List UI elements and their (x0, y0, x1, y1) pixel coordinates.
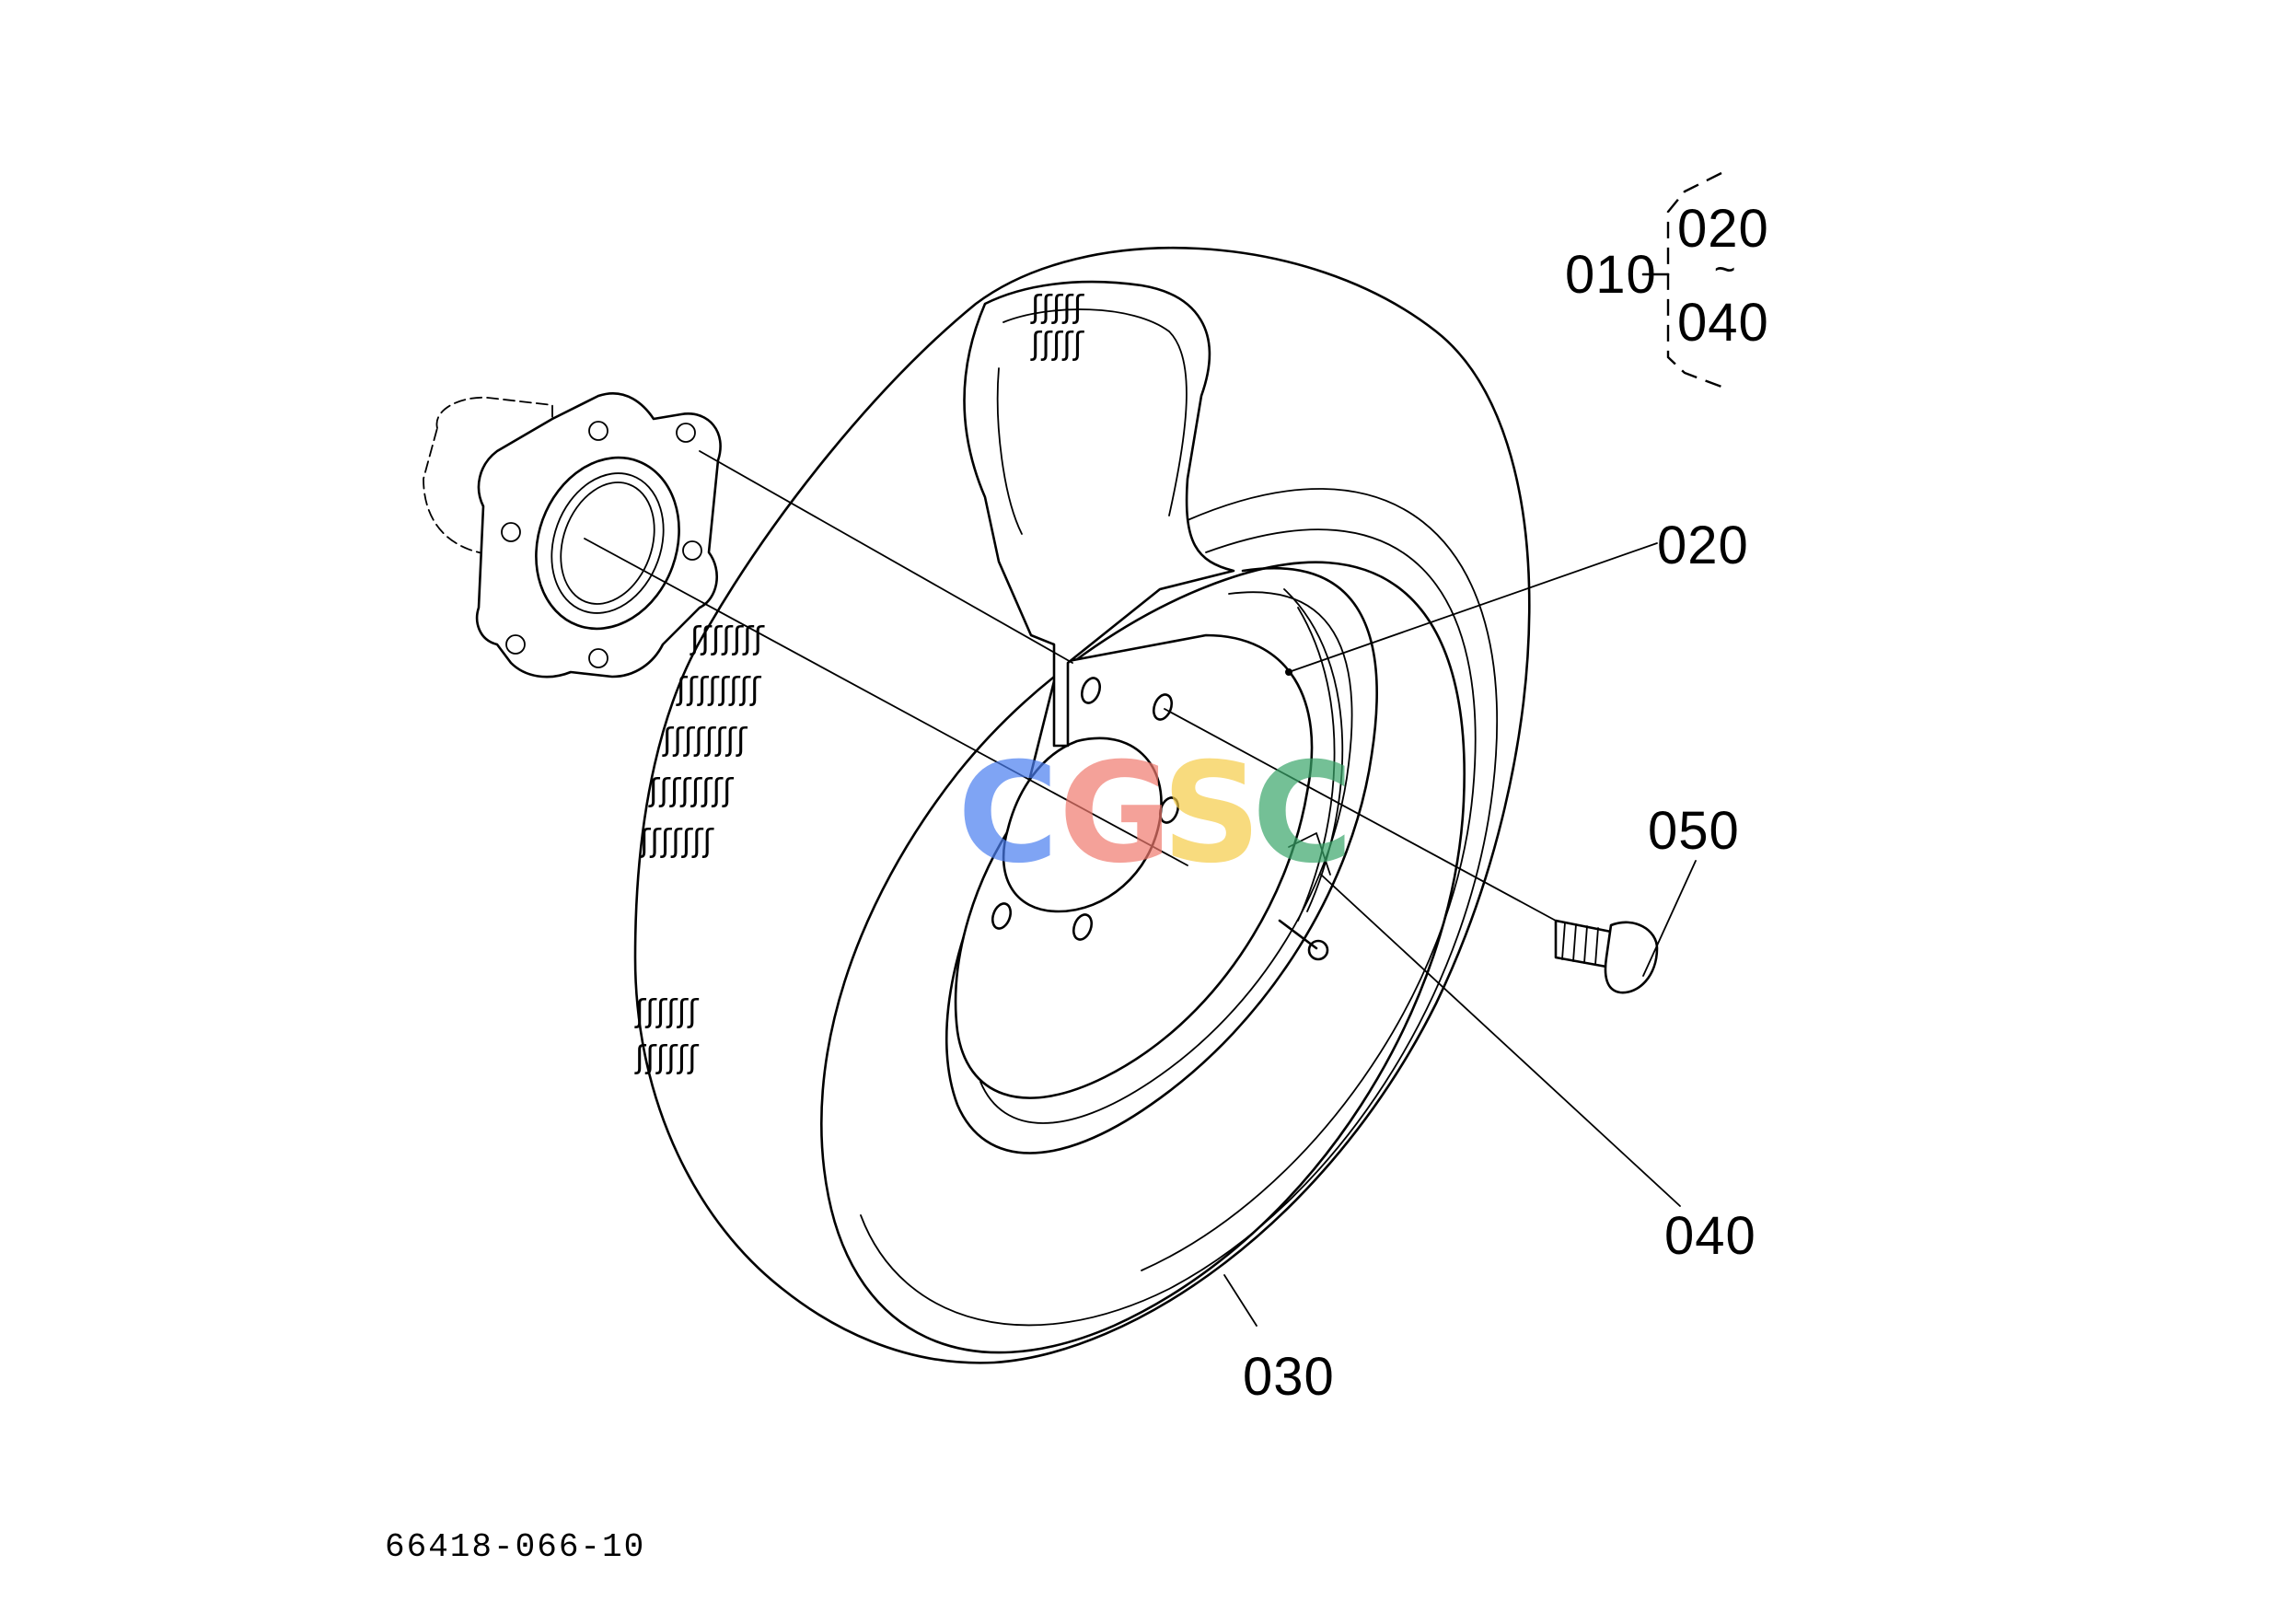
cgsc-watermark: C G S C (957, 734, 1353, 894)
assembly-guide-lines (584, 450, 1557, 922)
watermark-letter-c2: C (1252, 734, 1353, 894)
callout-rim-020: 020 (1657, 516, 1749, 575)
svg-text:ʃʃʃʃʃʃʃ: ʃʃʃʃʃʃʃ (639, 823, 715, 860)
callout-tire-030: 030 (1243, 1347, 1335, 1407)
svg-text:ʃʃʃʃʃʃʃ: ʃʃʃʃʃʃʃ (690, 621, 766, 657)
svg-text:ʃʃʃʃʃʃʃʃ: ʃʃʃʃʃʃʃʃ (676, 671, 762, 708)
hub-flange-illustration (423, 392, 722, 679)
watermark-letter-g: G (1059, 734, 1172, 894)
callout-assembly-010: 010 (1565, 245, 1657, 305)
watermark-letter-s: S (1162, 734, 1261, 894)
svg-text:ʃʃʃʃʃ: ʃʃʃʃʃ (1030, 326, 1085, 363)
callout-range-tilde: ~ (1714, 249, 1736, 290)
callout-bolt-050: 050 (1648, 801, 1740, 861)
watermark-letter-c: C (957, 734, 1059, 894)
svg-text:ʃʃʃʃʃʃ: ʃʃʃʃʃʃ (634, 993, 700, 1030)
drawing-part-number: 66418-066-10 (385, 1528, 645, 1566)
svg-text:ʃʃʃʃʃ: ʃʃʃʃʃ (1030, 289, 1085, 326)
svg-text:ʃʃʃʃʃʃʃʃ: ʃʃʃʃʃʃʃʃ (648, 772, 735, 809)
callout-valve-040: 040 (1664, 1206, 1756, 1266)
tire-cross-section (963, 280, 1235, 748)
callout-range-start-020: 020 (1677, 199, 1769, 259)
bolt-illustration (1554, 919, 1659, 994)
svg-text:ʃʃʃʃʃʃ: ʃʃʃʃʃʃ (634, 1039, 700, 1076)
svg-text:ʃʃʃʃʃʃʃʃ: ʃʃʃʃʃʃʃʃ (662, 722, 748, 759)
tire-illustration (633, 246, 1531, 1364)
range-bracket (1641, 171, 1722, 389)
leader-lines (1223, 542, 1697, 1327)
callout-range-end-040: 040 (1677, 293, 1769, 353)
tire-tread-pattern: ʃʃʃʃʃ ʃʃʃʃʃ ʃʃʃʃʃʃʃ ʃʃʃʃʃʃʃʃ ʃʃʃʃʃʃʃʃ ʃʃ… (634, 289, 1085, 1076)
